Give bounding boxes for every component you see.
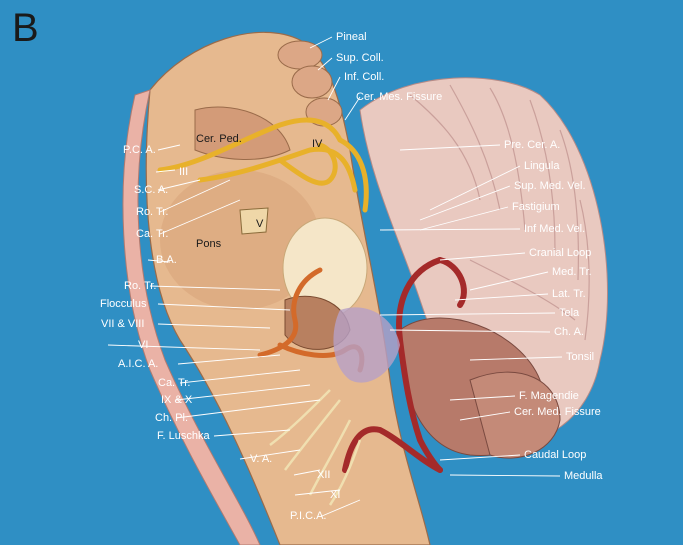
label-sca: S.C. A. <box>134 184 169 196</box>
lower-cranial-nerves <box>269 389 362 506</box>
label-tonsil: Tonsil <box>566 351 595 363</box>
label-cer-mes-fissure: Cer. Mes. Fissure <box>356 91 443 103</box>
label-inf-med-vel: Inf Med. Vel. <box>524 223 586 235</box>
label-ca-tr-lower: Ca. Tr. <box>158 377 191 389</box>
trigeminal-nerve <box>239 207 269 235</box>
label-ch-a: Ch. A. <box>554 326 584 338</box>
label-cer-ped: Cer. Ped. <box>196 133 242 145</box>
label-f-magendie: F. Magendie <box>519 390 579 402</box>
label-sup-coll: Sup. Coll. <box>336 52 384 64</box>
panel-letter: B <box>12 6 39 50</box>
label-lat-tr: Lat. Tr. <box>552 288 586 300</box>
pons-shading <box>160 170 320 310</box>
cer-ped <box>194 106 291 160</box>
label-inf-coll: Inf. Coll. <box>344 71 385 83</box>
label-iii: III <box>179 166 189 178</box>
label-tela: Tela <box>559 307 580 319</box>
label-medulla: Medulla <box>564 470 603 482</box>
choroid-plexus <box>333 307 400 383</box>
cut-edge <box>122 89 261 545</box>
label-va: V. A. <box>250 453 273 465</box>
label-pca: P.C. A. <box>123 144 156 156</box>
label-ro-tr-lower: Ro. Tr. <box>124 280 157 292</box>
label-caudal-loop: Caudal Loop <box>524 449 587 461</box>
label-flocculus: Flocculus <box>100 298 147 310</box>
label-ca-tr-upper: Ca. Tr. <box>136 228 169 240</box>
label-ch-pl: Ch. Pl. <box>155 412 189 424</box>
label-sup-med-vel: Sup. Med. Vel. <box>514 180 586 192</box>
label-med-tr: Med. Tr. <box>552 266 592 278</box>
label-aica: A.I.C. A. <box>118 358 159 370</box>
label-iv: IV <box>312 138 323 150</box>
label-pons: Pons <box>196 238 222 250</box>
label-lingula: Lingula <box>524 160 560 172</box>
label-pineal: Pineal <box>336 31 367 43</box>
tonsil-right <box>469 371 561 459</box>
label-f-luschka: F. Luschka <box>157 430 210 442</box>
label-cer-med-fissure: Cer. Med. Fissure <box>514 406 601 418</box>
label-pica: P.I.C.A. <box>290 510 327 522</box>
label-ro-tr-upper: Ro. Tr. <box>136 206 169 218</box>
sca-vessels <box>157 117 369 213</box>
label-ba: B.A. <box>156 254 177 266</box>
leader-lines <box>107 36 563 517</box>
label-pre-cer-a: Pre. Cer. A. <box>504 139 561 151</box>
cerebellar-folia <box>409 84 590 341</box>
label-xi: XI <box>330 489 341 501</box>
sup-colliculus <box>291 65 333 99</box>
label-cranial-loop: Cranial Loop <box>529 247 592 259</box>
label-vi: VI <box>138 339 149 351</box>
label-vii-viii: VII & VIII <box>101 318 145 330</box>
label-fastigium: Fastigium <box>512 201 560 213</box>
pica-vessels <box>342 257 467 473</box>
label-v: V <box>256 218 264 230</box>
label-xii: XII <box>317 469 331 481</box>
label-ix-x: IX & X <box>161 394 193 406</box>
